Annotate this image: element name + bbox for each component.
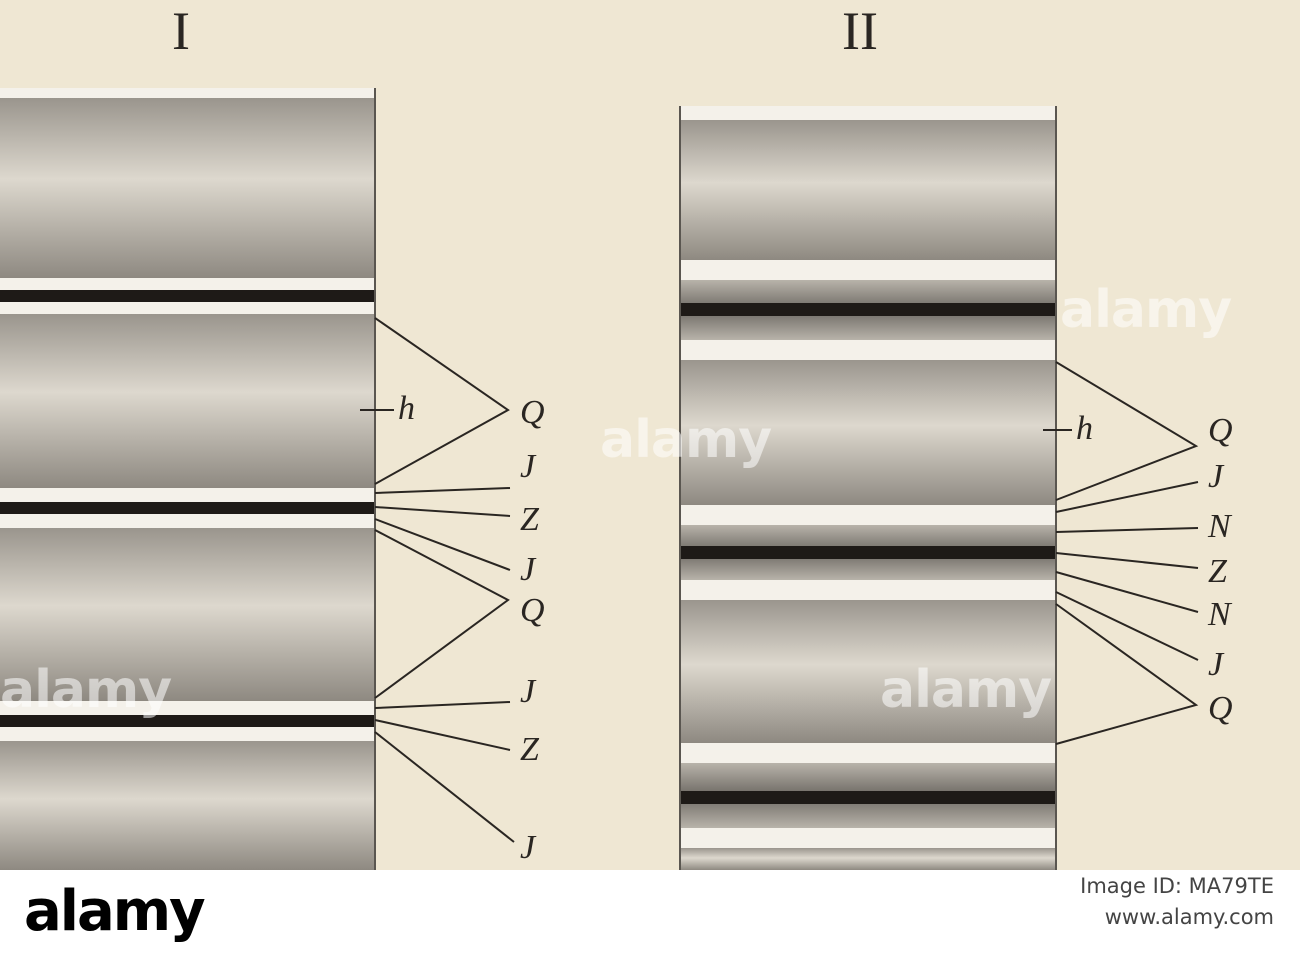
panel-i-label-j-3: J xyxy=(520,673,536,710)
panel-i-label-z-2: Z xyxy=(520,731,539,768)
watermark-upper-right: alamy xyxy=(1060,280,1232,340)
panel-ii-label-z: Z xyxy=(1208,553,1227,590)
footer-url-link[interactable]: www.alamy.com xyxy=(1104,905,1274,929)
image-id-text: Image ID: MA79TE xyxy=(1080,874,1274,898)
muscle-striation-figure: I II h h Q J Z J Q J Z J Q J N Z N J Q a… xyxy=(0,1,1233,870)
panel-i-title: I xyxy=(172,1,190,61)
watermark-right: alamy xyxy=(880,660,1052,720)
panel-ii-label-j-2: J xyxy=(1208,646,1224,683)
watermark-left: alamy xyxy=(0,660,172,720)
stock-footer-bar: alamy xyxy=(0,870,1300,961)
panel-i-fibre xyxy=(0,88,376,870)
panel-ii-fibre xyxy=(679,106,1057,870)
panel-i-leader-lines xyxy=(360,317,515,843)
panel-i-label-z-1: Z xyxy=(520,501,539,538)
panel-ii-label-n-1: N xyxy=(1208,508,1231,545)
panel-i-h-label: h xyxy=(398,390,415,427)
panel-i-label-j-2: J xyxy=(520,551,536,588)
panel-ii-label-q-2: Q xyxy=(1208,690,1233,727)
striation-diagram xyxy=(0,88,1199,870)
panel-ii-leader-lines xyxy=(1043,361,1199,745)
panel-ii-title: II xyxy=(842,1,878,61)
alamy-logo: alamy xyxy=(24,879,206,944)
panel-i-label-j-1: J xyxy=(520,448,536,485)
panel-ii-label-q-1: Q xyxy=(1208,412,1233,449)
panel-i-label-j-4: J xyxy=(520,829,536,866)
watermark-center: alamy xyxy=(600,410,772,470)
panel-i-label-q-1: Q xyxy=(520,394,545,431)
panel-ii-label-j-1: J xyxy=(1208,458,1224,495)
panel-i-label-q-2: Q xyxy=(520,592,545,629)
panel-ii-h-label: h xyxy=(1076,410,1093,447)
panel-ii-label-n-2: N xyxy=(1208,596,1231,633)
